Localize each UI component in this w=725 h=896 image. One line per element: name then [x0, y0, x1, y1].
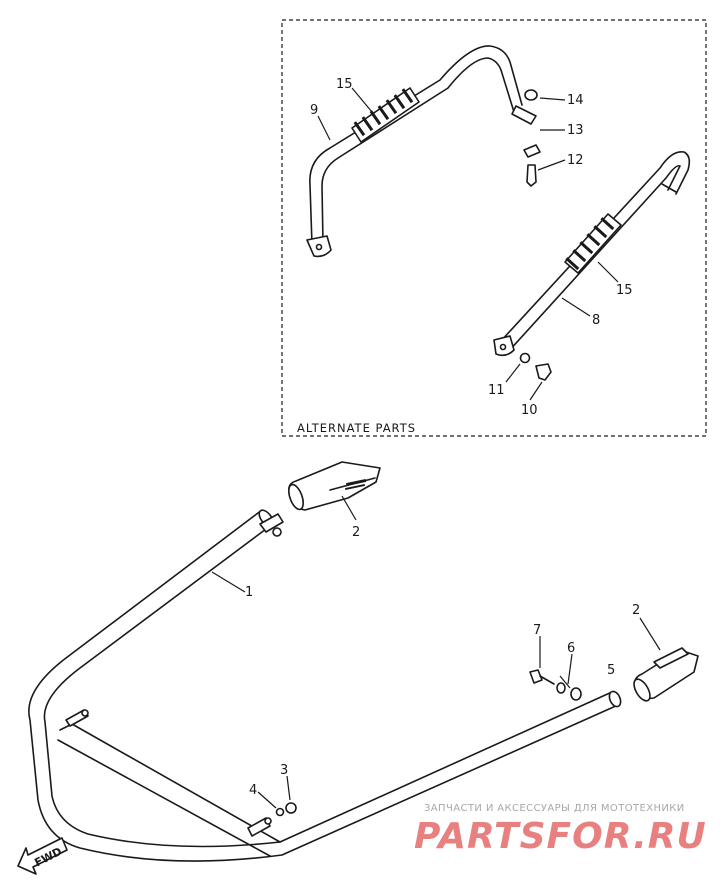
cap-nut-part-14 — [524, 89, 538, 101]
forward-direction-arrow: FWD — [17, 837, 68, 875]
lock-washer-part-6 — [556, 682, 566, 694]
callout-14: 14 — [567, 93, 584, 108]
washer-part-4 — [275, 807, 285, 817]
alternate-parts-label: ALTERNATE PARTS — [297, 421, 416, 435]
alternate-parts-group: 9 15 14 13 12 15 8 11 10 ALTERNATE PARTS — [281, 19, 707, 437]
callout-10: 10 — [521, 403, 538, 418]
callout-1: 1 — [245, 585, 253, 600]
bolt-part-10 — [535, 363, 552, 381]
watermark: ЗАПЧАСТИ И АКСЕССУАРЫ ДЛЯ МОТОТЕХНИКИ PA… — [414, 803, 707, 857]
grip-part-15-upper — [351, 87, 420, 143]
callout-8: 8 — [592, 313, 600, 328]
alternate-parts-frame — [281, 19, 707, 437]
handle-bar-part-8 — [493, 151, 691, 357]
watermark-tagline: ЗАПЧАСТИ И АКСЕССУАРЫ ДЛЯ МОТОТЕХНИКИ — [424, 803, 685, 814]
callout-2-lower: 2 — [632, 603, 640, 618]
grip-part-15-lower — [564, 213, 622, 274]
handle-bar-part-9 — [306, 45, 537, 258]
callout-6: 6 — [567, 641, 575, 656]
washer-part-11 — [519, 352, 531, 364]
callout-12: 12 — [567, 153, 584, 168]
grip-end-part-2-lower — [633, 647, 699, 702]
callout-15-lower: 15 — [616, 283, 633, 298]
callout-13: 13 — [567, 123, 584, 138]
callout-3: 3 — [280, 763, 288, 778]
callout-15-upper: 15 — [336, 77, 353, 92]
nut-part-3 — [285, 802, 297, 814]
bolt-part-7 — [529, 669, 555, 685]
callout-5: 5 — [607, 663, 615, 678]
callout-4: 4 — [249, 783, 257, 798]
callout-7: 7 — [533, 623, 541, 638]
callout-9: 9 — [310, 103, 318, 118]
watermark-brand: PARTSFOR.RU — [414, 816, 707, 857]
bolt-part-12 — [526, 164, 537, 187]
callout-11: 11 — [488, 383, 505, 398]
washer-part-5 — [570, 687, 582, 701]
callout-2-upper: 2 — [352, 525, 360, 540]
grip-end-part-2-upper — [288, 461, 381, 511]
washer-part-13 — [523, 144, 541, 158]
